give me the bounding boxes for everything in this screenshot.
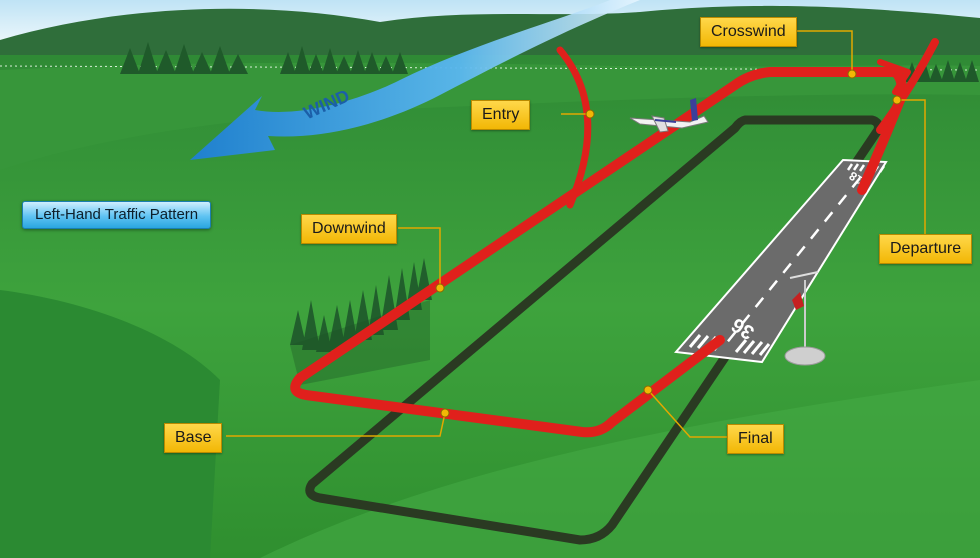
airplane-icon [629,98,709,133]
wind-arrow [190,0,640,160]
base-label: Base [164,423,223,453]
diagram-title: Left-Hand Traffic Pattern [22,201,212,229]
departure-label: Departure [879,234,973,264]
crosswind-label: Crosswind [700,17,797,47]
final-label: Final [727,424,784,454]
ground-track [305,115,883,545]
traffic-pattern-path [290,38,939,438]
departure-climb [876,38,939,134]
tree-cluster [290,258,432,352]
field-band-left [0,290,220,558]
entry-path [556,46,592,209]
leader-dots [435,69,902,418]
departure-arrowhead [877,59,911,95]
entry-label: Entry [471,100,531,130]
downwind-label: Downwind [301,214,397,244]
leader-lines [226,30,926,438]
wind-indicator [784,271,826,366]
tree-line-far [120,42,979,82]
